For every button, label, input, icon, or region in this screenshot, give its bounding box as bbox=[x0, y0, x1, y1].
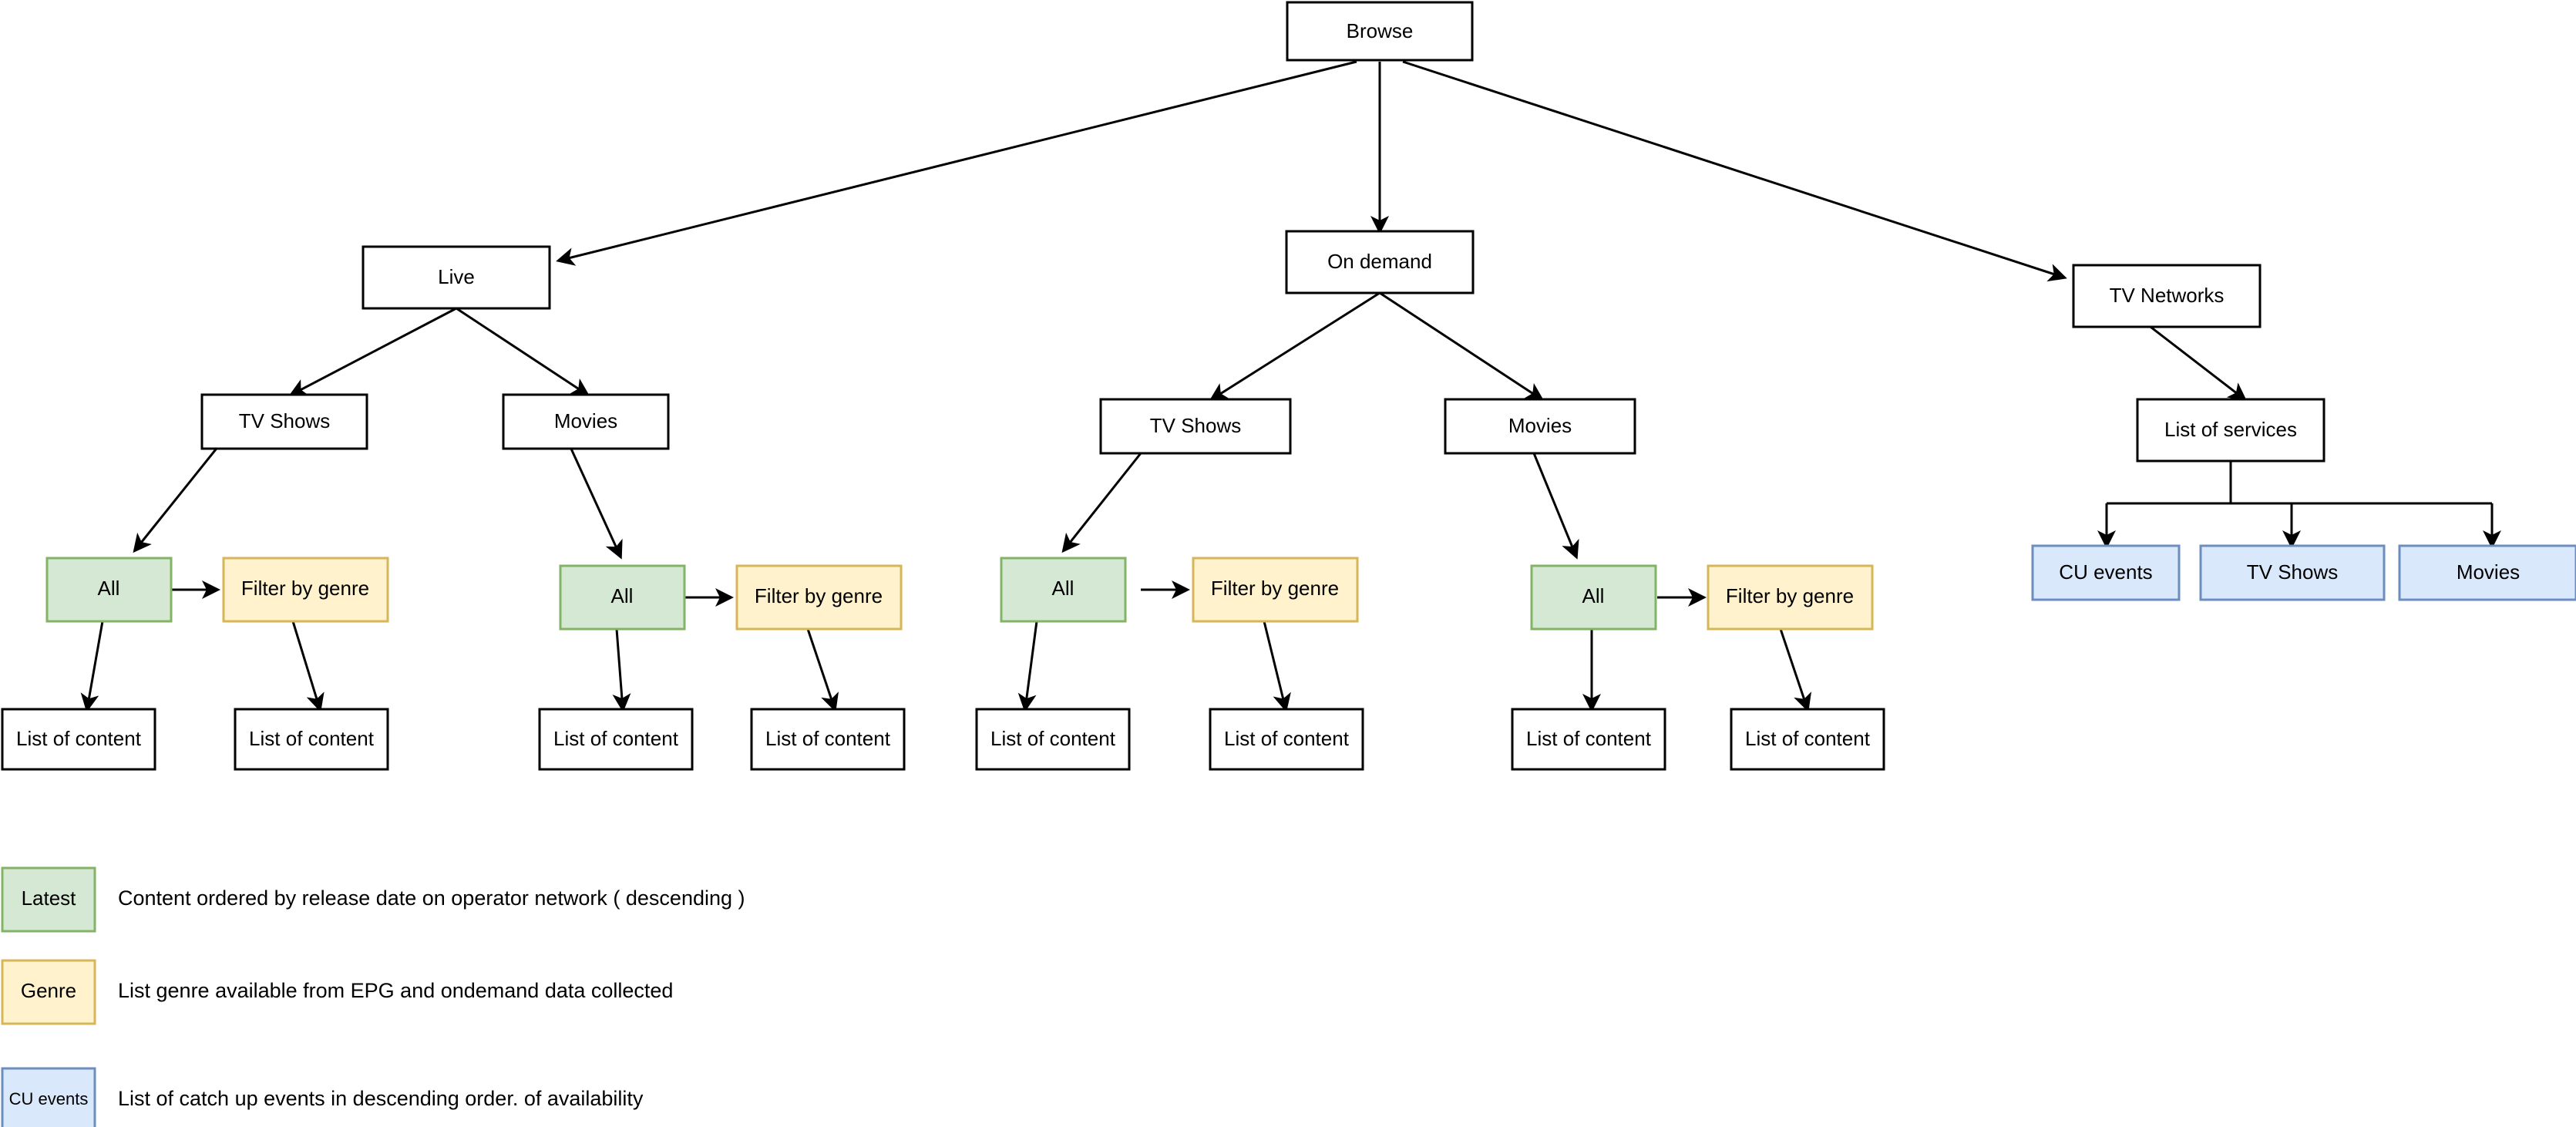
legend-description-latest: Content ordered by release date on opera… bbox=[118, 886, 745, 910]
node-ondemand-tvshows-label: TV Shows bbox=[1150, 414, 1242, 437]
node-g2-filter-label: Filter by genre bbox=[755, 584, 883, 607]
legend-swatch-genre-label: Genre bbox=[21, 979, 76, 1002]
node-g2-content-left-label: List of content bbox=[553, 727, 679, 750]
node-g1-content-right[interactable]: List of content bbox=[234, 708, 389, 771]
edge-g2-all-to-content bbox=[612, 628, 631, 712]
node-g1-content-left-label: List of content bbox=[16, 727, 142, 750]
legend-description-genre: List genre available from EPG and ondema… bbox=[118, 979, 673, 1002]
node-ondemand-tvshows[interactable]: TV Shows bbox=[1099, 398, 1292, 455]
edge-g3-parent-to-all bbox=[1061, 452, 1142, 553]
node-g3-filter-label: Filter by genre bbox=[1211, 577, 1339, 600]
node-live-movies-label: Movies bbox=[554, 409, 617, 432]
node-g3-all-label: All bbox=[1052, 577, 1074, 600]
edge-g4-parent-to-all bbox=[1532, 452, 1579, 560]
edge-g3-all-to-content bbox=[1017, 621, 1038, 712]
node-g4-filter-label: Filter by genre bbox=[1726, 584, 1854, 607]
node-g2-filter-by-genre[interactable]: Filter by genre bbox=[735, 564, 903, 631]
node-tv-networks-label: TV Networks bbox=[2110, 284, 2225, 307]
node-live-tvshows[interactable]: TV Shows bbox=[200, 393, 368, 450]
node-live-tvshows-label: TV Shows bbox=[239, 409, 331, 432]
node-g3-content-right-label: List of content bbox=[1224, 727, 1350, 750]
edge-browse-to-live bbox=[556, 60, 1357, 266]
node-service-cu-events-label: CU events bbox=[2059, 560, 2152, 584]
node-g4-content-left[interactable]: List of content bbox=[1511, 708, 1666, 771]
node-g1-all-label: All bbox=[98, 577, 120, 600]
edge-services-bus bbox=[2107, 461, 2492, 505]
node-g3-content-left[interactable]: List of content bbox=[975, 708, 1131, 771]
legend-swatch-latest-label: Latest bbox=[22, 886, 77, 910]
node-g4-filter-by-genre[interactable]: Filter by genre bbox=[1707, 564, 1874, 631]
node-g4-content-right[interactable]: List of content bbox=[1730, 708, 1885, 771]
node-g1-filter-by-genre[interactable]: Filter by genre bbox=[222, 557, 389, 623]
legend-swatch-genre bbox=[1, 959, 96, 1025]
node-g3-filter-by-genre[interactable]: Filter by genre bbox=[1192, 557, 1359, 623]
edge-g1-filter-to-content bbox=[291, 621, 325, 712]
edge-browse-to-tvnetworks bbox=[1402, 60, 2067, 282]
edge-g2-filter-to-content bbox=[806, 628, 839, 712]
node-service-movies-label: Movies bbox=[2457, 560, 2520, 584]
edge-g3-filter-to-content bbox=[1263, 621, 1291, 712]
node-g2-content-right-label: List of content bbox=[765, 727, 891, 750]
node-live-movies[interactable]: Movies bbox=[502, 393, 670, 450]
node-g2-all[interactable]: All bbox=[559, 564, 686, 631]
edge-g2-parent-to-all bbox=[569, 446, 623, 560]
node-g3-all[interactable]: All bbox=[1000, 557, 1127, 623]
edge-g4-filter-to-content bbox=[1779, 628, 1811, 712]
node-g1-filter-label: Filter by genre bbox=[241, 577, 369, 600]
node-browse-label: Browse bbox=[1347, 19, 1414, 42]
legend-item-cu-events: CU events List of catch up events in des… bbox=[1, 1067, 644, 1127]
edge-live-to-tvshows bbox=[288, 307, 457, 396]
node-service-tv-shows-label: TV Shows bbox=[2247, 560, 2339, 584]
node-ondemand-movies-label: Movies bbox=[1508, 414, 1572, 437]
node-ondemand-movies[interactable]: Movies bbox=[1444, 398, 1636, 455]
node-g2-all-label: All bbox=[611, 584, 634, 607]
node-service-tv-shows[interactable]: TV Shows bbox=[2199, 544, 2386, 601]
node-g3-content-right[interactable]: List of content bbox=[1209, 708, 1364, 771]
node-list-of-services-label: List of services bbox=[2164, 418, 2297, 441]
node-live[interactable]: Live bbox=[362, 245, 551, 310]
legend-description-cu-events: List of catch up events in descending or… bbox=[118, 1087, 644, 1110]
edge-g1-parent-to-all bbox=[133, 429, 233, 553]
node-service-movies[interactable]: Movies bbox=[2398, 544, 2576, 601]
legend-swatch-latest bbox=[1, 866, 96, 933]
legend-swatch-cu-events bbox=[1, 1067, 96, 1127]
edge-live-to-movies bbox=[456, 307, 590, 397]
node-g1-content-left[interactable]: List of content bbox=[1, 708, 156, 771]
edge-ondemand-to-movies bbox=[1379, 291, 1545, 402]
node-g4-content-right-label: List of content bbox=[1745, 727, 1871, 750]
node-g4-content-left-label: List of content bbox=[1526, 727, 1652, 750]
edge-ondemand-to-tvshows bbox=[1209, 291, 1380, 402]
node-list-of-services[interactable]: List of services bbox=[2136, 398, 2325, 463]
node-on-demand[interactable]: On demand bbox=[1285, 230, 1475, 294]
node-on-demand-label: On demand bbox=[1327, 250, 1432, 273]
node-g2-content-left[interactable]: List of content bbox=[538, 708, 694, 771]
legend-item-genre: Genre List genre available from EPG and … bbox=[1, 959, 673, 1025]
node-g2-content-right[interactable]: List of content bbox=[750, 708, 906, 771]
node-g3-content-left-label: List of content bbox=[990, 727, 1116, 750]
edge-tvnetworks-to-services bbox=[2150, 325, 2248, 402]
node-browse[interactable]: Browse bbox=[1286, 1, 1474, 62]
node-live-label: Live bbox=[438, 265, 475, 288]
node-g4-all-label: All bbox=[1582, 584, 1605, 607]
node-tv-networks[interactable]: TV Networks bbox=[2072, 264, 2262, 328]
node-g1-content-right-label: List of content bbox=[249, 727, 375, 750]
node-g4-all[interactable]: All bbox=[1530, 564, 1657, 631]
edge-g1-all-to-content bbox=[80, 621, 104, 712]
node-service-cu-events[interactable]: CU events bbox=[2031, 544, 2181, 601]
node-g1-all[interactable]: All bbox=[45, 557, 173, 623]
legend-swatch-cu-events-label: CU events bbox=[9, 1089, 89, 1108]
legend-item-latest: Latest Content ordered by release date o… bbox=[1, 866, 745, 933]
